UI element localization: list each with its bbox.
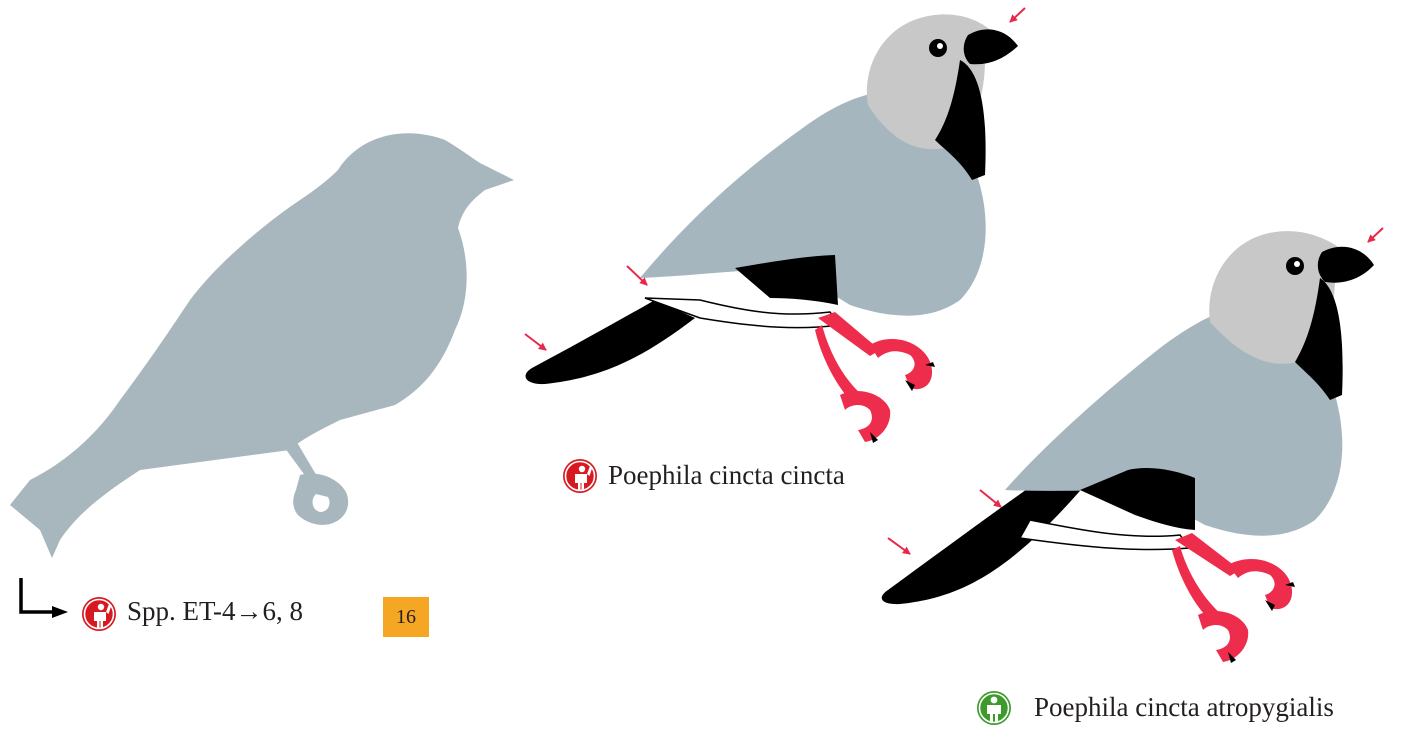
corner-arrow-icon: [21, 578, 68, 618]
marker-arrow: [888, 538, 910, 554]
marker-arrow: [1010, 8, 1025, 22]
bird-cincta-cincta: [526, 14, 1018, 443]
taxon-label-atropygialis: Poephila cincta atropygialis: [1034, 694, 1334, 721]
marker-arrow: [1368, 228, 1383, 242]
bird-silhouette: [10, 133, 514, 558]
marker-arrow: [525, 334, 546, 350]
status-person-icon: [977, 691, 1011, 725]
status-person-icon: [563, 459, 597, 493]
status-person-icon: [82, 597, 116, 631]
page-number-badge: 16: [383, 597, 429, 637]
cross-reference-label: Spp. ET-4→6, 8: [127, 598, 303, 625]
marker-arrow: [980, 490, 1001, 507]
page-number: 16: [396, 606, 416, 629]
taxon-label-cincta: Poephila cincta cincta: [608, 462, 845, 489]
